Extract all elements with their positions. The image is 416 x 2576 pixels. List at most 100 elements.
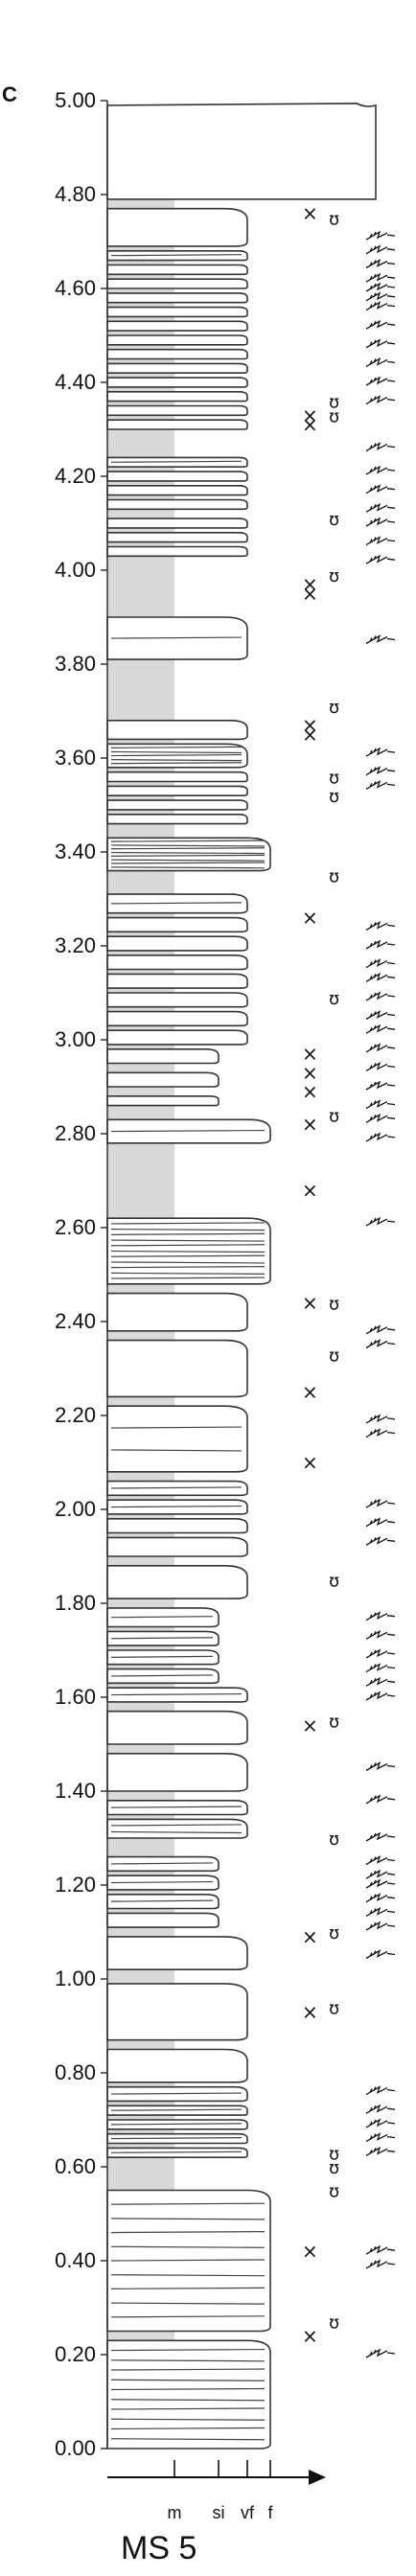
bed-30 (106, 1292, 248, 1332)
ripple-lamination-icon (365, 259, 396, 269)
ripple-lamination-icon (365, 1414, 396, 1424)
burrow-cross-icon: × (302, 2324, 318, 2347)
lamina-49-3 (110, 759, 243, 762)
bioturbation-icon: ʊ (329, 867, 339, 887)
ripple-lamination-icon (365, 1010, 396, 1021)
ripple-lamination-icon (365, 484, 396, 494)
lamina-21-0 (110, 1637, 214, 1640)
bioturbation-icon: ʊ (329, 1713, 339, 1733)
lamina-49-1 (110, 750, 243, 754)
bed-73 (106, 103, 377, 200)
ripple-lamination-icon (365, 1920, 396, 1931)
section-name: MS 5 (121, 2530, 197, 2566)
ripple-lamination-icon (365, 779, 396, 790)
panel-label: C (2, 82, 17, 106)
bed-52 (106, 545, 248, 558)
ripple-lamination-icon (365, 1831, 396, 1842)
grain-axis-arrow (309, 2470, 326, 2485)
burrow-cross-icon: × (302, 1925, 318, 1948)
lamina-44-2 (110, 847, 266, 850)
ripple-lamination-icon (365, 1132, 396, 1142)
lamina-14-0 (110, 1824, 243, 1827)
lamina-1-2 (110, 2231, 266, 2234)
ripple-lamination-icon (365, 634, 396, 645)
bed-29 (106, 1339, 248, 1398)
bed-35 (106, 1048, 220, 1065)
ripple-lamination-icon (365, 1893, 396, 1903)
bed-34 (106, 1071, 220, 1088)
depth-tick-label: 1.00 (55, 1966, 96, 1990)
lamina-14-1 (110, 1830, 243, 1834)
bioturbation-icon: ʊ (329, 566, 339, 586)
lamina-31-2 (110, 1232, 266, 1235)
burrow-cross-icon: × (302, 413, 318, 436)
depth-tick-label: 4.60 (55, 276, 96, 300)
ripple-lamination-icon (365, 1690, 396, 1701)
lamina-26-0 (110, 1505, 243, 1508)
ripple-lamination-icon (365, 338, 396, 349)
bed-8 (106, 1983, 248, 2041)
bed-70 (106, 264, 248, 276)
ripple-lamination-icon (365, 517, 396, 527)
bioturbation-icon: ʊ (329, 2144, 339, 2164)
depth-tick-label: 1.40 (55, 1779, 96, 1803)
lamina-31-10 (110, 1276, 266, 1279)
bed-42 (106, 916, 248, 933)
ripple-lamination-icon (365, 272, 396, 283)
lamina-6-0 (110, 2092, 243, 2095)
depth-tick-label: 4.20 (55, 464, 96, 488)
bed-68 (106, 292, 248, 304)
bioturbation-icon: ʊ (329, 2313, 339, 2334)
bed-72 (106, 207, 248, 247)
ripple-lamination-icon (365, 1498, 396, 1508)
ripple-lamination-icon (365, 2118, 396, 2128)
ripple-lamination-icon (365, 1648, 396, 1659)
bed-53 (106, 532, 248, 543)
ripple-lamination-icon (365, 1324, 396, 1335)
lamina-3-0 (110, 2137, 243, 2140)
lamina-44-0 (110, 840, 266, 842)
lamina-0-1 (110, 2359, 266, 2362)
lamina-15-0 (110, 1806, 243, 1808)
bed-63 (106, 362, 248, 374)
bed-48 (106, 770, 248, 783)
bed-47 (106, 785, 248, 796)
bioturbation-icon: ʊ (329, 510, 339, 530)
lamina-51-0 (110, 636, 243, 639)
ripple-lamination-icon (365, 244, 396, 255)
ripple-lamination-icon (365, 1906, 396, 1917)
ripple-lamination-icon (365, 2085, 396, 2096)
ripple-lamination-icon (365, 554, 396, 564)
bed-25 (106, 1518, 248, 1534)
ripple-lamination-icon (365, 301, 396, 311)
depth-tick-label: 4.80 (55, 182, 96, 206)
lamina-49-4 (110, 762, 243, 765)
burrow-cross-icon: × (302, 1291, 318, 1314)
lamina-1-4 (110, 2259, 266, 2262)
ripple-lamination-icon (365, 282, 396, 292)
ripple-lamination-icon (365, 2104, 396, 2114)
burrow-cross-icon: × (302, 573, 318, 596)
burrow-cross-icon: × (302, 1714, 318, 1736)
burrow-cross-icon: × (302, 1080, 318, 1103)
ripple-lamination-icon (365, 1216, 396, 1227)
ripple-lamination-icon (365, 991, 396, 1001)
ripple-lamination-icon (365, 1428, 396, 1438)
depth-tick-label: 3.40 (55, 840, 96, 863)
bed-24 (106, 1536, 248, 1557)
depth-tick-label: 0.80 (55, 2060, 96, 2084)
bioturbation-icon: ʊ (329, 698, 339, 718)
bed-46 (106, 799, 248, 811)
lamina-43-0 (110, 902, 243, 905)
bioturbation-icon: ʊ (329, 1346, 339, 1366)
lamina-31-4 (110, 1244, 266, 1247)
depth-tick-label: 2.00 (55, 1497, 96, 1521)
lamina-13-0 (110, 1862, 214, 1865)
burrow-cross-icon: × (302, 1061, 318, 1084)
ripple-lamination-icon (365, 319, 396, 330)
burrow-cross-icon: × (302, 1043, 318, 1066)
burrow-cross-icon: × (302, 724, 318, 747)
depth-tick-label: 2.20 (55, 1403, 96, 1427)
lamina-0-5 (110, 2399, 266, 2402)
ripple-lamination-icon (365, 1099, 396, 1110)
